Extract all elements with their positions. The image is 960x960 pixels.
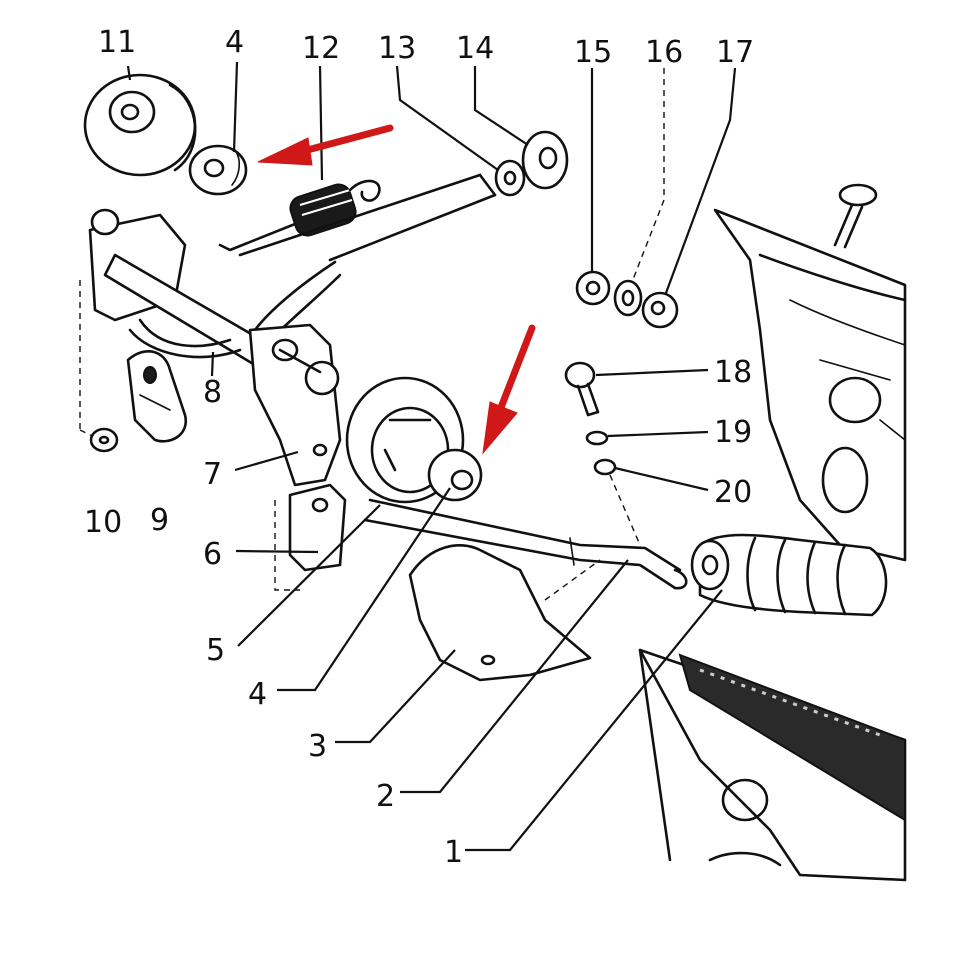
callout-19: 19 [714, 415, 752, 450]
callout-6: 6 [203, 537, 222, 572]
part-7-lever [248, 323, 342, 487]
callout-16: 16 [645, 35, 683, 70]
callout-1: 1 [444, 835, 463, 870]
callout-3: 3 [308, 729, 327, 764]
part-4-bush [427, 448, 483, 502]
leader-lines [126, 61, 737, 852]
case-bolt [833, 183, 878, 249]
part-10-nut [89, 427, 119, 453]
callout-5: 5 [206, 633, 225, 668]
callout-17: 17 [716, 35, 754, 70]
part-19-washer [585, 430, 609, 446]
part-15-nut [575, 270, 611, 306]
callout-labels: 11 4 12 13 14 15 16 17 18 19 20 8 7 10 9… [84, 25, 754, 870]
callout-12: 12 [302, 31, 340, 66]
engine-case [713, 183, 907, 562]
callout-14: 14 [456, 31, 494, 66]
callout-9: 9 [150, 503, 169, 538]
callout-15: 15 [574, 35, 612, 70]
pivot-bracket [79, 208, 272, 441]
part-4-nut-top [188, 144, 248, 196]
callout-10: 10 [84, 505, 122, 540]
part-1-boot [690, 533, 888, 617]
part-3-cover [408, 544, 601, 682]
red-arrow-upper [257, 124, 394, 166]
part-20-ring [593, 458, 617, 476]
frame-tube [638, 648, 907, 882]
part-6-bracket [274, 483, 347, 591]
callout-4-bottom: 4 [248, 677, 267, 712]
part-11-cap [83, 73, 197, 177]
callout-11: 11 [98, 25, 136, 60]
upper-link-rod [253, 260, 337, 332]
callout-18: 18 [714, 355, 752, 390]
part-9-clip [126, 350, 188, 443]
part-17-nut [641, 291, 679, 329]
callout-4-top: 4 [225, 25, 244, 60]
part-14-washer [521, 130, 569, 190]
callout-20: 20 [714, 475, 752, 510]
callout-13: 13 [378, 31, 416, 66]
callout-2: 2 [376, 779, 395, 814]
callout-7: 7 [203, 457, 222, 492]
callout-8: 8 [203, 375, 222, 410]
part-18-bolt [564, 361, 600, 417]
part-16-washer [613, 279, 643, 317]
red-arrow-lower [482, 324, 536, 455]
pin-guide-line [609, 474, 641, 546]
part-2-rod [363, 498, 688, 590]
part-13-nut [494, 159, 526, 197]
part-12-spring [218, 173, 497, 262]
